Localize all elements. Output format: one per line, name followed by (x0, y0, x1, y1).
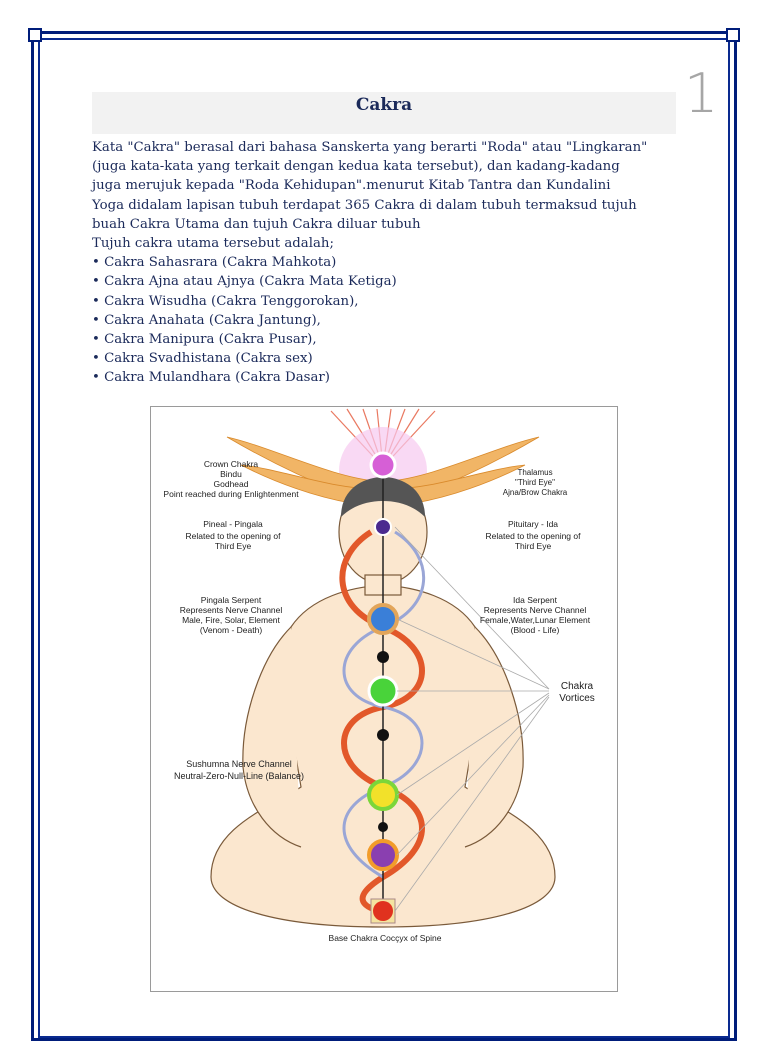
label-text: Ida Serpent (513, 595, 558, 605)
node-dot (378, 822, 388, 832)
chakra-diagram: Crown Chakra Bindu Godhead Point reached… (163, 408, 595, 943)
list-item: • Cakra Anahata (Cakra Jantung), (92, 312, 321, 328)
label-text: Third Eye (215, 541, 252, 551)
intro-line: Yoga didalam lapisan tubuh terdapat 365 … (92, 197, 637, 213)
list-item: • Cakra Svadhistana (Cakra sex) (92, 351, 313, 367)
label-text: Ajna/Brow Chakra (503, 488, 568, 497)
label-text: (Venom - Death) (200, 625, 263, 635)
pituitary-label: Pituitary - Ida Related to the opening o… (486, 519, 582, 551)
wings (226, 436, 540, 504)
label-text: Related to the opening of (486, 531, 582, 541)
solar-chakra (367, 779, 399, 811)
list-item: • Cakra Manipura (Cakra Pusar), (92, 332, 317, 348)
base-label: Base Chakra Cocçyx of Spine (329, 933, 442, 943)
label-text: Related to the opening of (186, 531, 282, 541)
list-item: • Cakra Sahasrara (Cakra Mahkota) (92, 255, 337, 271)
ida-label: Ida Serpent Represents Nerve Channel Fem… (480, 595, 591, 635)
thalamus-label: Thalamus "Third Eye" Ajna/Brow Chakra (503, 468, 568, 497)
node-dot (377, 651, 389, 663)
body-text: Kata "Cakra" berasal dari bahasa Sansker… (92, 138, 680, 388)
sushumna-label: Sushumna Nerve Channel Neutral-Zero-Null… (174, 759, 304, 781)
corner-ornament (28, 28, 42, 42)
page-number: 1 (684, 62, 719, 125)
chakra-figure: Crown Chakra Bindu Godhead Point reached… (150, 406, 618, 992)
throat-chakra (367, 603, 399, 635)
heart-chakra (367, 675, 399, 707)
label-text: Male, Fire, Solar, Element (182, 615, 280, 625)
intro-line: juga merujuk kepada "Roda Kehidupan".men… (92, 178, 611, 194)
node-dot (377, 729, 389, 741)
list-item: • Cakra Mulandhara (Cakra Dasar) (92, 370, 330, 386)
crown-label: Crown Chakra Bindu Godhead Point reached… (163, 459, 299, 499)
title-band (92, 92, 676, 134)
intro-line: (juga kata-kata yang terkait dengan kedu… (92, 159, 620, 175)
label-text: Thalamus (517, 468, 552, 477)
label-text: Neutral-Zero-Null-Line (Balance) (174, 771, 304, 781)
label-text: Point reached during Enlightenment (163, 489, 299, 499)
label-text: Pituitary - Ida (508, 519, 558, 529)
label-text: Godhead (214, 479, 249, 489)
label-text: Chakra (561, 681, 594, 692)
pingala-label: Pingala Serpent Represents Nerve Channel… (180, 595, 283, 635)
label-text: Bindu (220, 469, 242, 479)
corner-ornament (726, 28, 740, 42)
crown-chakra (369, 451, 397, 479)
label-text: Crown Chakra (204, 459, 259, 469)
label-text: Represents Nerve Channel (484, 605, 587, 615)
sacral-chakra (367, 839, 399, 871)
list-item: • Cakra Ajna atau Ajnya (Cakra Mata Keti… (92, 274, 397, 290)
label-text: Vortices (559, 693, 595, 704)
pineal-label: Pineal - Pingala Related to the opening … (186, 519, 282, 551)
label-text: Sushumna Nerve Channel (186, 759, 292, 769)
vortex-lines (394, 526, 550, 912)
vortices-label: Chakra Vortices (559, 681, 595, 704)
label-text: Pineal - Pingala (203, 519, 263, 529)
brow-chakra (374, 518, 392, 536)
label-text: (Blood - Life) (511, 625, 560, 635)
label-text: Female,Water,Lunar Element (480, 615, 591, 625)
chakra-list: • Cakra Sahasrara (Cakra Mahkota) • Cakr… (92, 253, 680, 387)
list-item: • Cakra Wisudha (Cakra Tenggorokan), (92, 293, 359, 309)
intro-line: buah Cakra Utama dan tujuh Cakra diluar … (92, 216, 421, 232)
label-text: Third Eye (515, 541, 552, 551)
label-text: Pingala Serpent (201, 595, 262, 605)
label-text: Represents Nerve Channel (180, 605, 283, 615)
page-title: Cakra (355, 95, 413, 115)
intro-line: Kata "Cakra" berasal dari bahasa Sansker… (92, 140, 648, 155)
label-text: "Third Eye" (515, 478, 555, 487)
root-chakra (373, 901, 393, 921)
intro-line: Tujuh cakra utama tersebut adalah; (92, 236, 334, 252)
